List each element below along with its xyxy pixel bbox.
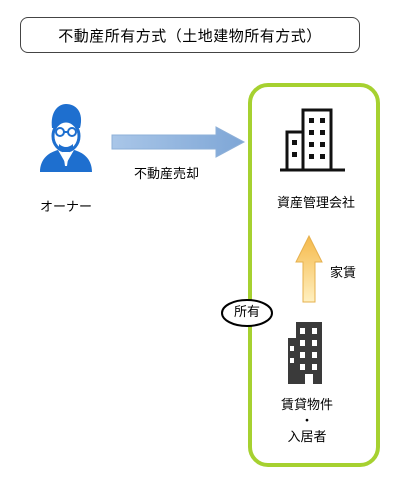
sale-arrow bbox=[111, 126, 246, 158]
management-company-label: 資産管理会社 bbox=[276, 196, 355, 211]
ownership-ellipse bbox=[221, 299, 273, 327]
property-label: 賃貸物件 ・ 入居者 bbox=[262, 398, 352, 446]
rent-label: 家賃 bbox=[330, 266, 357, 281]
property-building-icon bbox=[288, 322, 322, 384]
property-label-line1: 賃貸物件 bbox=[280, 398, 333, 413]
property-label-line2: ・ bbox=[300, 414, 314, 429]
owner-label: オーナー bbox=[39, 200, 92, 215]
sale-label: 不動産売却 bbox=[134, 167, 200, 182]
company-frame bbox=[248, 83, 380, 467]
ownership-label: 所有 bbox=[233, 305, 260, 320]
diagram-title: 不動産所有方式（土地建物所有方式） bbox=[20, 17, 360, 53]
company-building-icon bbox=[280, 108, 345, 172]
rent-arrow bbox=[295, 234, 323, 303]
company-building-windows bbox=[292, 118, 325, 159]
property-label-line3: 入居者 bbox=[287, 430, 327, 445]
owner-icon bbox=[40, 104, 92, 172]
